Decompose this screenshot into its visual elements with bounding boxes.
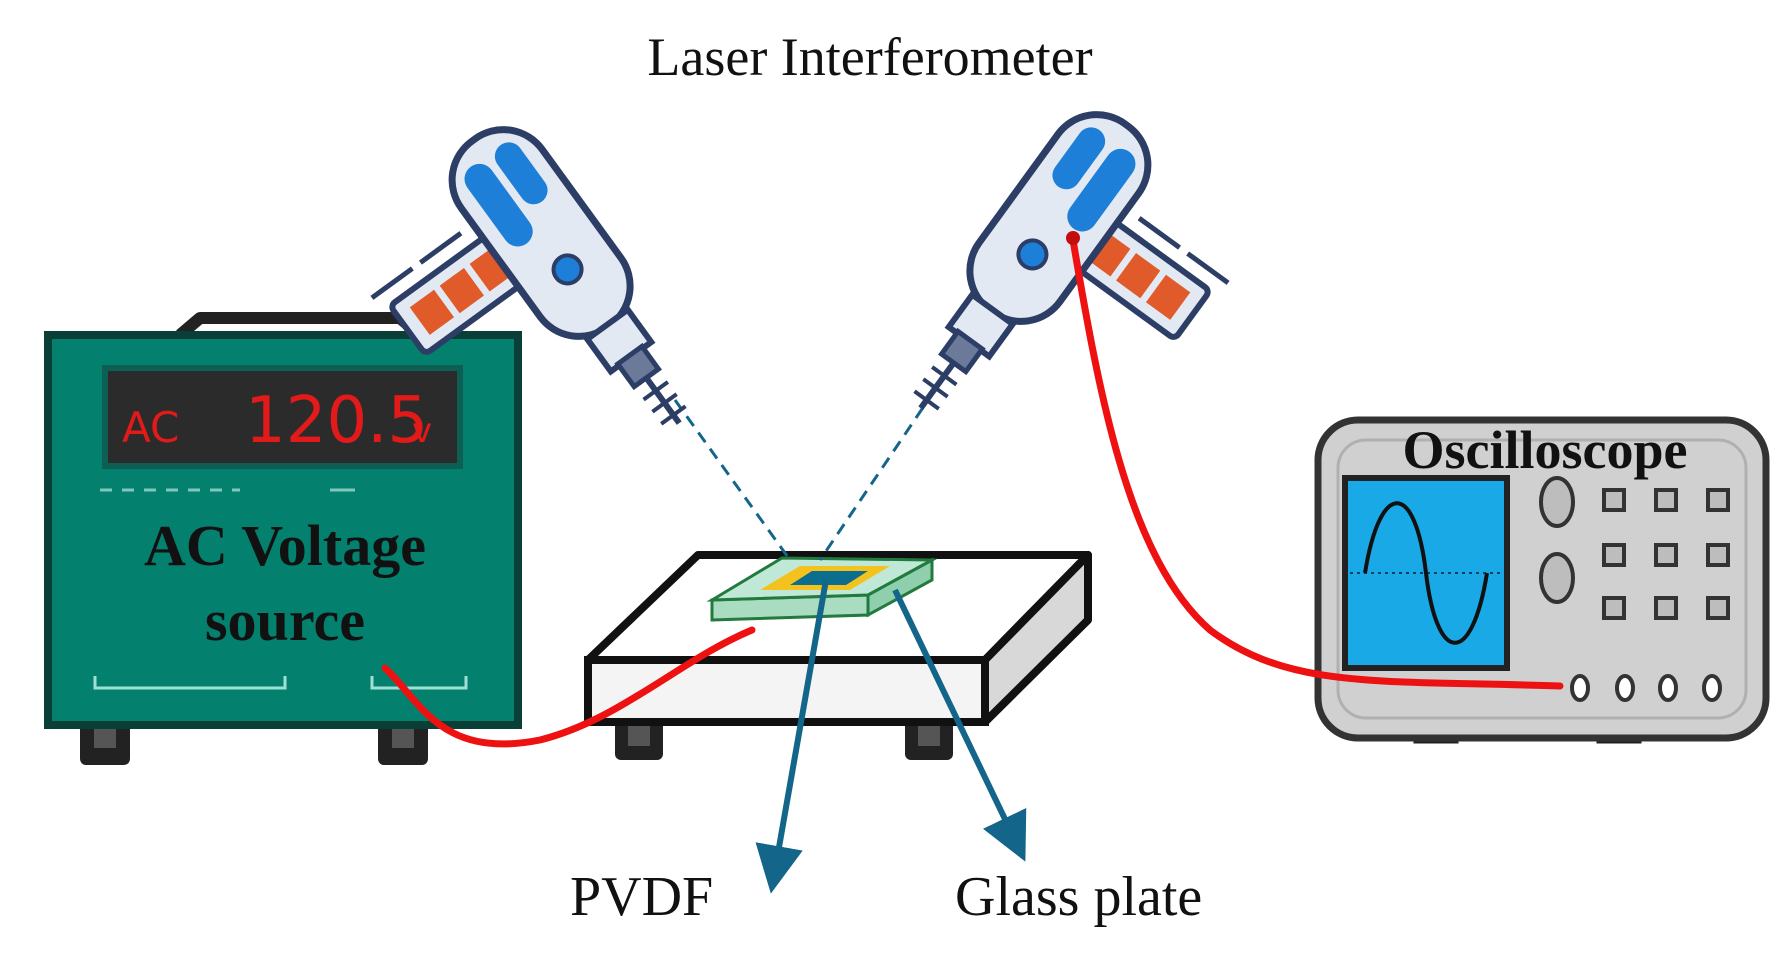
pvdf-label: PVDF [570, 866, 713, 928]
stage-front [584, 656, 989, 726]
source-label-line1: AC Voltage [144, 513, 426, 578]
sine-wave [1363, 501, 1489, 645]
laser-beam-left [673, 399, 792, 561]
glass-arrow [892, 588, 1027, 862]
display-reading: 120.5 [245, 384, 428, 458]
display-mode: AC [122, 403, 179, 452]
diagram-title: Laser Interferometer [647, 27, 1092, 87]
cable-laser-to-oscilloscope [1069, 236, 1564, 690]
stage-side [981, 551, 1092, 726]
glass-plate-label: Glass plate [955, 866, 1202, 928]
laser-beam-right [818, 374, 947, 561]
oscilloscope: Oscilloscope [1314, 416, 1770, 744]
pvdf-film [790, 571, 868, 585]
sample [706, 556, 938, 622]
display-unit: v [412, 411, 432, 451]
ac-voltage-source: AC 120.5 v AC Voltage source [44, 312, 522, 765]
source-display [102, 365, 463, 469]
oscilloscope-label: Oscilloscope [1403, 420, 1688, 480]
laser-head-icon [913, 111, 1230, 411]
laser-head-icon [370, 126, 687, 426]
cable-source-to-sample [381, 626, 756, 748]
source-label-line2: source [205, 588, 365, 653]
pvdf-arrow [755, 579, 829, 894]
